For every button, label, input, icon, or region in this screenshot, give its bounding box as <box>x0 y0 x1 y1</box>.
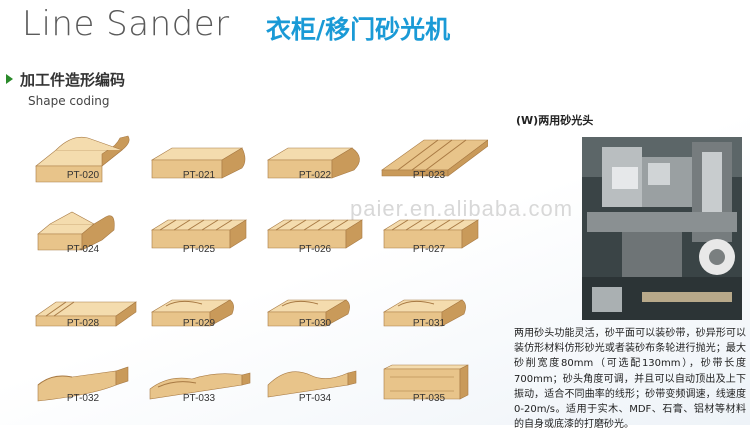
sanding-head-description: 两用砂头功能灵活，砂平面可以装砂带，砂异形可以装仿形材料仿形砂光或者装砂布条轮进… <box>514 328 746 431</box>
profile-code: PT-032 <box>66 393 100 404</box>
profile-code: PT-035 <box>412 393 446 404</box>
profile-code: PT-029 <box>182 318 216 329</box>
profile-item: PT-024 <box>32 190 142 260</box>
profile-item: PT-025 <box>146 190 256 260</box>
sanding-head-photo <box>582 137 742 320</box>
profile-item: PT-026 <box>262 190 372 260</box>
profile-code: PT-025 <box>182 244 216 255</box>
section-title-cn: 加工件造形编码 <box>20 71 126 89</box>
profile-code: PT-024 <box>66 244 100 255</box>
profile-code: PT-027 <box>412 244 446 255</box>
profile-item: PT-030 <box>262 270 372 340</box>
profile-code: PT-020 <box>66 170 100 181</box>
profile-item: PT-027 <box>378 190 488 260</box>
profile-item: PT-034 <box>262 345 372 415</box>
profile-item: PT-022 <box>262 120 372 190</box>
page-title-en: Line Sander <box>22 4 230 44</box>
profile-item: PT-023 <box>378 120 488 190</box>
profile-item: PT-035 <box>378 345 488 415</box>
section-arrow-icon <box>6 74 13 84</box>
profile-code: PT-023 <box>412 170 446 181</box>
profile-item: PT-028 <box>32 270 142 340</box>
profile-code: PT-031 <box>412 318 446 329</box>
sanding-head-caption: (W)两用砂光头 <box>516 114 594 127</box>
profile-item: PT-033 <box>146 345 256 415</box>
profile-code: PT-034 <box>298 393 332 404</box>
profile-code: PT-033 <box>182 393 216 404</box>
profile-item: PT-021 <box>146 120 256 190</box>
profile-item: PT-031 <box>378 270 488 340</box>
section-title-en: Shape coding <box>28 94 110 108</box>
profile-item: PT-029 <box>146 270 256 340</box>
profile-item: PT-020 <box>32 120 142 190</box>
profile-code: PT-022 <box>298 170 332 181</box>
watermark: paier.en.alibaba.com <box>350 196 574 221</box>
profile-item: PT-032 <box>32 345 142 415</box>
profile-code: PT-026 <box>298 244 332 255</box>
profile-code: PT-021 <box>182 170 216 181</box>
profile-code: PT-030 <box>298 318 332 329</box>
page-title-cn: 衣柜/移门砂光机 <box>266 15 451 44</box>
profile-code: PT-028 <box>66 318 100 329</box>
